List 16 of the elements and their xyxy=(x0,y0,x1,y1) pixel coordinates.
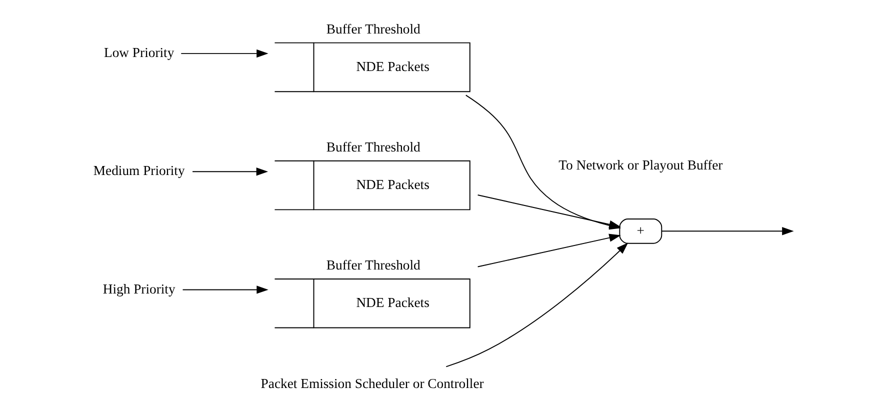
node-text: Medium Priority xyxy=(92,163,184,178)
arrow xyxy=(180,49,268,58)
arrow xyxy=(445,242,628,368)
node-text: Low Priority xyxy=(103,45,174,60)
label: To Network or Playout Buffer xyxy=(558,157,722,172)
node-box: + xyxy=(618,218,662,244)
node-label: Buffer Threshold xyxy=(326,139,420,154)
node-label: Buffer Threshold xyxy=(326,257,420,272)
arrow xyxy=(660,227,794,236)
arrow xyxy=(476,194,620,228)
node-text: High Priority xyxy=(102,281,175,296)
node-label: Buffer Threshold xyxy=(326,21,420,36)
arrow xyxy=(182,286,268,294)
node-text: Packet Emission Scheduler or Controller xyxy=(260,376,484,391)
arrow xyxy=(192,168,268,176)
arrow xyxy=(476,234,620,268)
